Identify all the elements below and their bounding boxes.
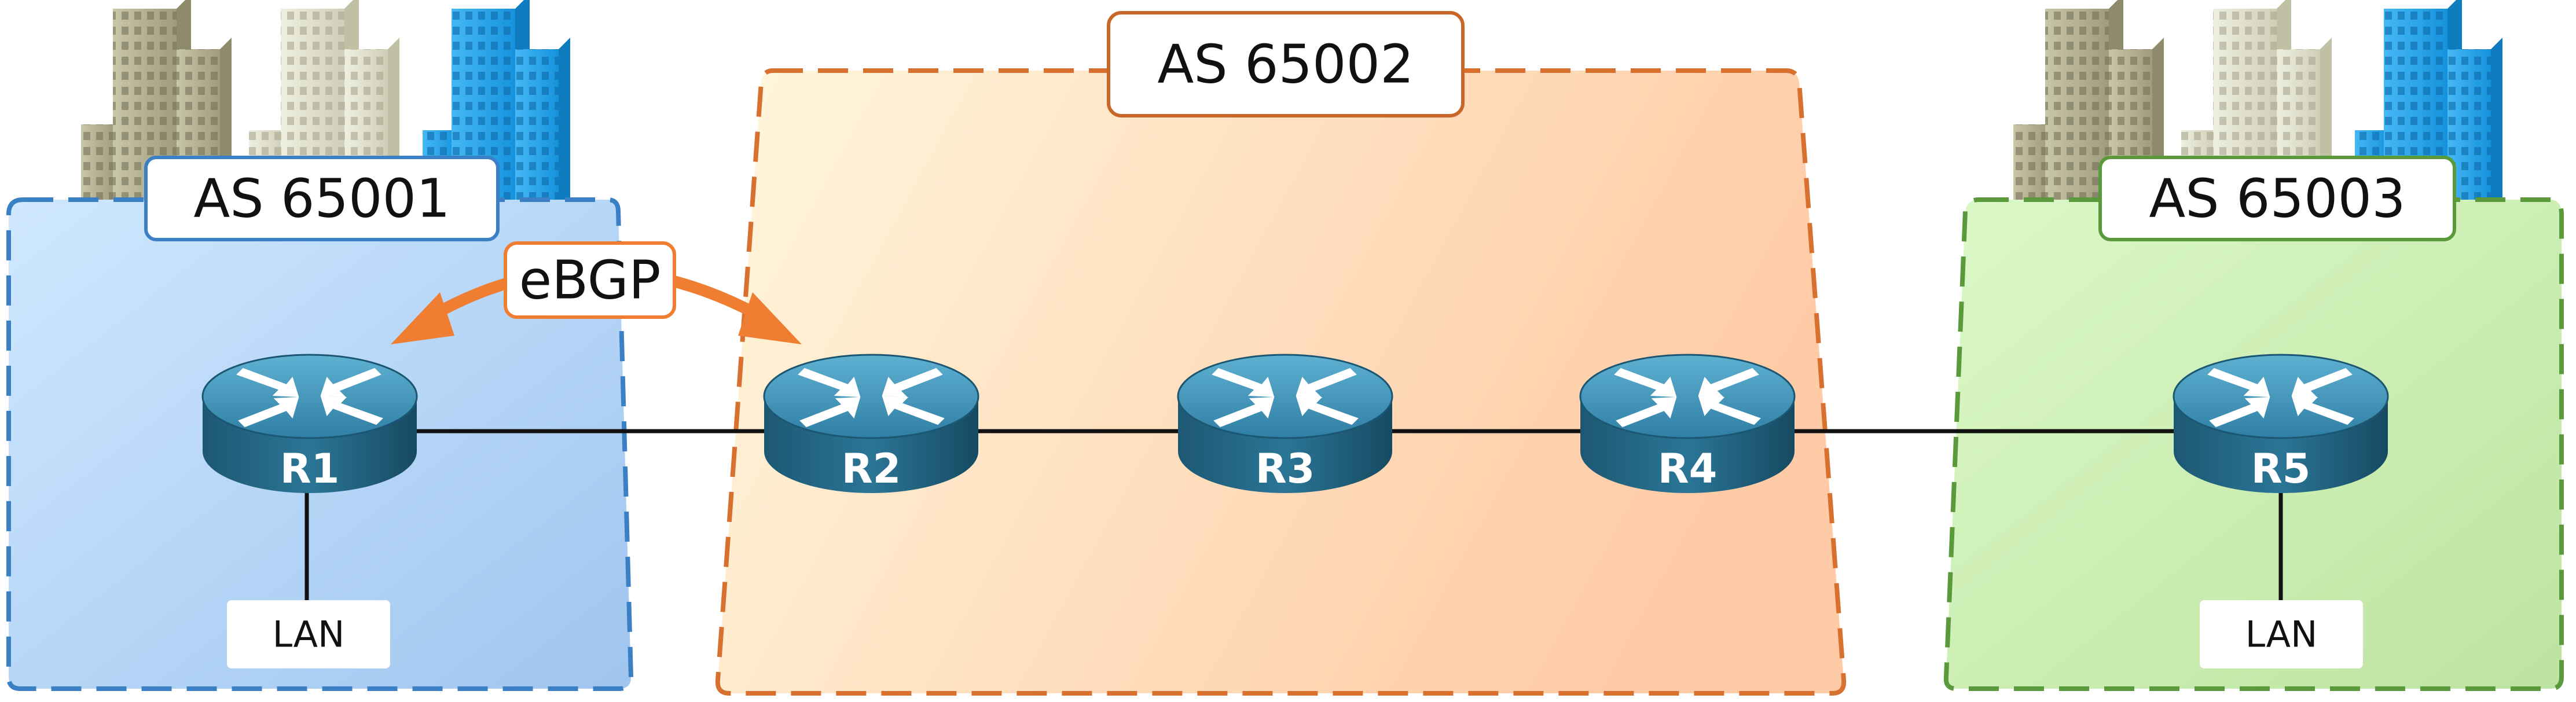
label-as65001: AS 65001 [144,156,500,241]
zone-label: AS 65003 [2149,168,2405,230]
router-label: R1 [280,445,340,492]
router-r1[interactable]: R1 [201,354,418,494]
ebgp-label: eBGP [504,241,676,319]
lan-label: LAN [2245,613,2318,656]
router-label: R2 [842,445,901,492]
router-r3[interactable]: R3 [1177,354,1393,494]
session-label: eBGP [519,249,661,311]
router-r5[interactable]: R5 [2173,354,2389,494]
router-label: R5 [2251,445,2311,492]
router-label: R3 [1256,445,1315,492]
label-as65002: AS 65002 [1107,11,1465,117]
router-r4[interactable]: R4 [1579,354,1796,494]
router-r2[interactable]: R2 [763,354,979,494]
zone-label: AS 65002 [1157,34,1414,95]
lan-label: LAN [273,613,345,656]
lan-right: LAN [2200,600,2363,668]
router-label: R4 [1658,445,1718,492]
lan-left: LAN [227,600,390,668]
zone-label: AS 65001 [193,168,450,230]
label-as65003: AS 65003 [2098,156,2456,241]
